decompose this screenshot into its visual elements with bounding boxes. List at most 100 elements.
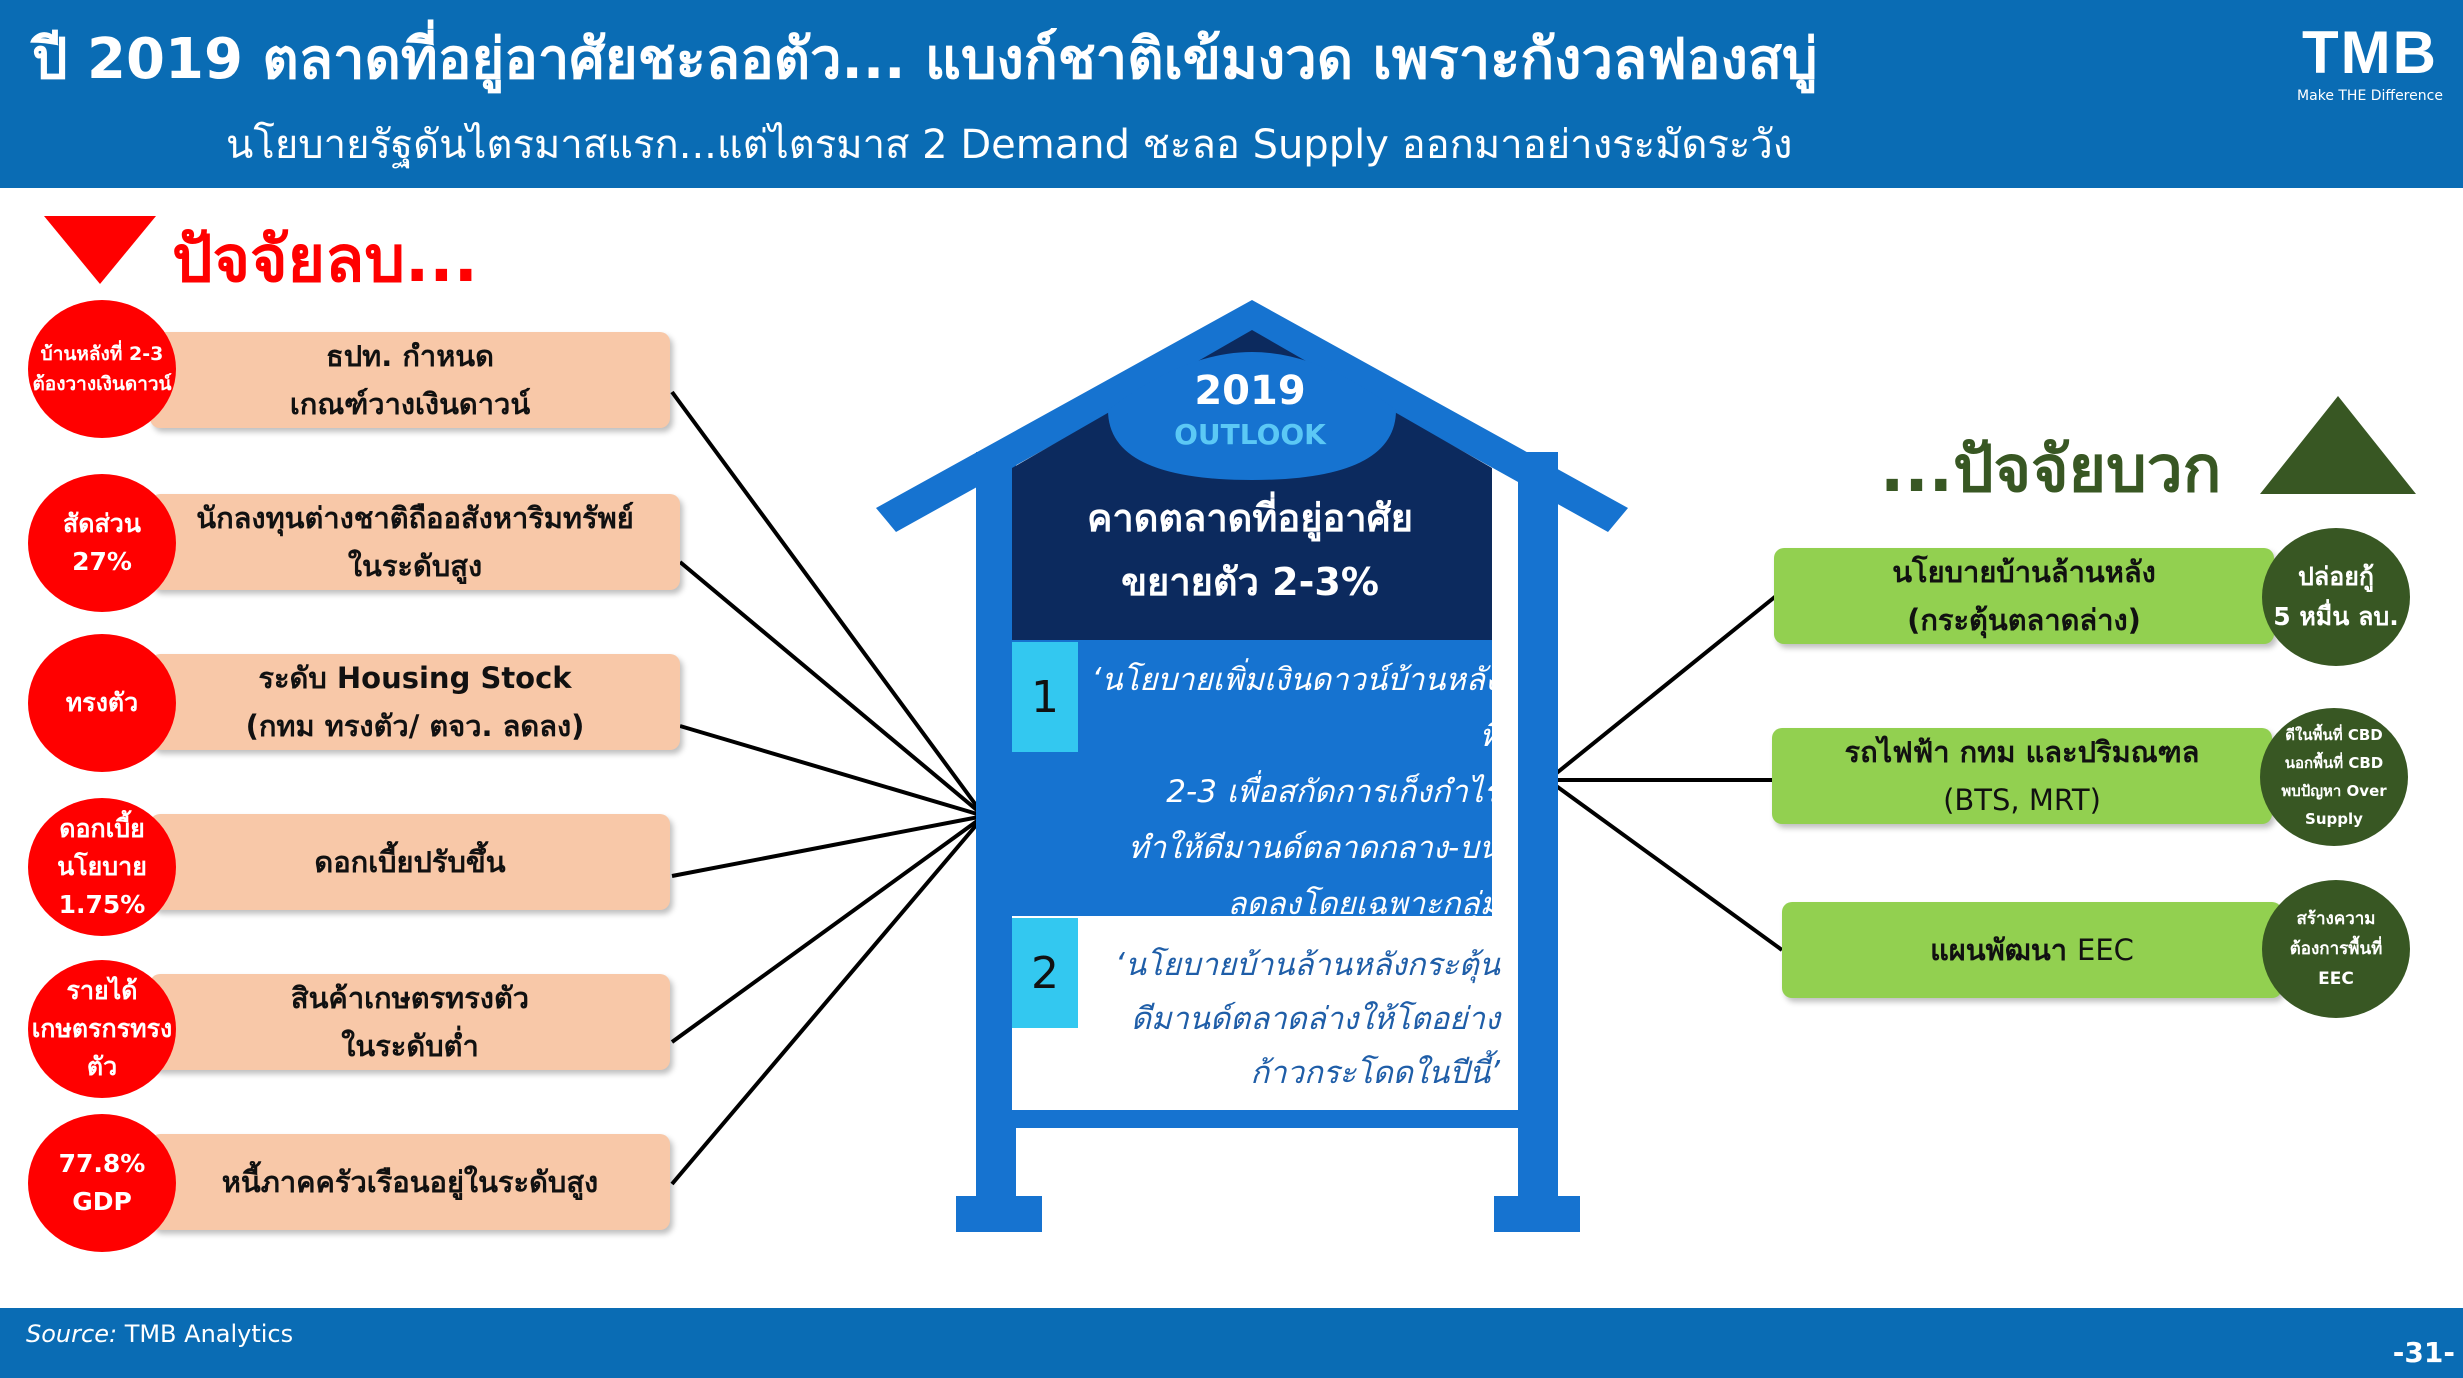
negative-factor-circle: 77.8% GDP <box>28 1114 176 1252</box>
point2-line: ดีมานด์ตลาดล่างให้โตอย่าง <box>1130 1001 1500 1037</box>
negative-factor-circle: สัดส่วน 27% <box>28 474 176 612</box>
point2-line: ก้าวกระโดดในปีนี้’ <box>1250 1055 1500 1091</box>
factor-text: ระดับ Housing Stock <box>258 661 572 695</box>
factor-text: หนี้ภาคครัวเรือนอยู่ในระดับสูง <box>221 1165 599 1199</box>
factor-text: นักลงทุนต่างชาติถืออสังหาริมทรัพย์ <box>196 501 634 535</box>
headline-line: ขยายตัว 2-3% <box>1121 560 1379 604</box>
circle-text: ต้องวางเงินดาวน์ <box>32 373 172 395</box>
outlook-label: OUTLOOK <box>1174 418 1326 451</box>
negative-factor-box: หนี้ภาคครัวเรือนอยู่ในระดับสูง <box>150 1134 670 1230</box>
circle-text: 1.75% <box>58 890 146 919</box>
logo-text: TMB <box>2302 19 2438 86</box>
negative-factor-circle: ทรงตัว <box>28 634 176 772</box>
panel-divider <box>1012 904 1492 916</box>
factor-text: นโยบายบ้านล้านหลัง <box>1892 555 2156 589</box>
point2-line: ‘นโยบายบ้านล้านหลังกระตุ้น <box>1115 947 1500 983</box>
positive-factor-circle: ดีในพื้นที่ CBD นอกพื้นที่ CBD พบปัญหา O… <box>2260 708 2408 846</box>
negative-factor-box: ดอกเบี้ยปรับขึ้น <box>150 814 670 910</box>
down-arrow-icon <box>44 216 156 284</box>
page-title: ปี 2019 ตลาดที่อยู่อาศัยชะลอตัว... แบงก์… <box>32 27 1818 92</box>
house-bottom-bar <box>1012 1110 1518 1128</box>
point1-line: คอนโดมิเนียม’ <box>1301 942 1500 978</box>
circle-text: GDP <box>72 1187 132 1216</box>
point1-text: ‘นโยบายเพิ่มเงินดาวน์บ้านหลังที่ 2-3 เพื… <box>1090 652 1500 988</box>
point1-number: 1 <box>1031 671 1059 723</box>
circle-text: ดีในพื้นที่ CBD <box>2285 726 2383 744</box>
outlook-year: 2019 <box>1194 368 1306 414</box>
page-number: -31- <box>2392 1336 2455 1369</box>
factor-text: รถไฟฟ้า กทม และปริมณฑล <box>1844 735 2200 769</box>
house-left-pillar <box>976 452 1016 1196</box>
house-right-pillar <box>1518 452 1558 1196</box>
point2-text: ‘นโยบายบ้านล้านหลังกระตุ้น ดีมานด์ตลาดล่… <box>1090 938 1500 1100</box>
point2-panel <box>1012 916 1492 1114</box>
circle-text: สร้างความ <box>2296 909 2376 929</box>
positive-factor-circle: สร้างความ ต้องการพื้นที่ EEC <box>2262 880 2410 1018</box>
circle-text: รายได้ <box>66 976 138 1005</box>
circle-text: EEC <box>2318 969 2354 989</box>
circle-text: บ้านหลังที่ 2-3 <box>40 343 164 365</box>
positive-factor-box: แผนพัฒนา EEC <box>1782 902 2282 998</box>
negative-factor-circle: ดอกเบี้ย นโยบาย 1.75% <box>28 798 176 936</box>
source-label: Source: <box>26 1320 118 1348</box>
point2-number: 2 <box>1031 947 1059 999</box>
circle-text: พบปัญหา Over <box>2281 782 2387 800</box>
circle-text: ตัว <box>86 1052 118 1081</box>
factor-text: เกณฑ์วางเงินดาวน์ <box>289 387 531 421</box>
tmb-logo: TMB Make THE Difference <box>2290 18 2450 104</box>
circle-text: เกษตรกรทรง <box>31 1014 173 1043</box>
house-left-foot <box>956 1196 1042 1232</box>
circle-text: นอกพื้นที่ CBD <box>2284 754 2384 772</box>
factor-text: (กทม ทรงตัว/ ตจว. ลดลง) <box>245 709 585 743</box>
circle-text: ดอกเบี้ย <box>59 814 145 843</box>
outlook-headline: คาดตลาดที่อยู่อาศัย ขยายตัว 2-3% <box>1012 486 1488 614</box>
factor-text: ในระดับสูง <box>347 549 483 583</box>
circle-text: 27% <box>72 547 132 576</box>
negative-factor-box: ระดับ Housing Stock (กทม ทรงตัว/ ตจว. ลด… <box>150 654 680 750</box>
circle-text: 77.8% <box>58 1149 146 1178</box>
factor-text: ธปท. กำหนด <box>326 339 494 373</box>
factor-line: แผนพัฒนา EEC <box>1930 926 2134 974</box>
factor-text: EEC <box>2077 933 2134 967</box>
circle-text: Supply <box>2305 810 2363 828</box>
negative-factor-circle: บ้านหลังที่ 2-3 ต้องวางเงินดาวน์ <box>28 300 176 438</box>
logo-tagline: Make THE Difference <box>2297 88 2443 104</box>
point1-line: ‘นโยบายเพิ่มเงินดาวน์บ้านหลังที่ <box>1091 662 1500 754</box>
circle-text: ต้องการพื้นที่ <box>2289 939 2383 959</box>
factor-text: แผนพัฒนา <box>1930 933 2068 967</box>
year-bubble <box>1108 352 1396 480</box>
point2-tag <box>1012 918 1078 1028</box>
negative-factors-title: ปัจจัยลบ... <box>172 223 478 297</box>
positive-factor-circle: ปล่อยกู้ 5 หมื่น ลบ. <box>2262 528 2410 666</box>
circle-text: ทรงตัว <box>65 688 139 717</box>
source-text: TMB Analytics <box>124 1320 294 1348</box>
circle-text: ปล่อยกู้ <box>2298 562 2374 591</box>
header-bar <box>0 0 2463 188</box>
factor-text: (BTS, MRT) <box>1943 783 2101 817</box>
positive-factor-box: รถไฟฟ้า กทม และปริมณฑล (BTS, MRT) <box>1772 728 2272 824</box>
circle-text: นโยบาย <box>57 852 147 881</box>
headline-line: คาดตลาดที่อยู่อาศัย <box>1086 496 1414 540</box>
negative-factor-circle: รายได้ เกษตรกรทรง ตัว <box>28 960 176 1098</box>
point1-panel <box>1012 640 1492 916</box>
negative-factor-box: สินค้าเกษตรทรงตัว ในระดับต่ำ <box>150 974 670 1070</box>
up-arrow-icon <box>2260 396 2416 494</box>
positive-factors-title: ...ปัจจัยบวก <box>1880 433 2222 507</box>
point1-line: ลดลงโดยเฉพาะกลุ่ม <box>1227 886 1500 922</box>
point1-line: ทำให้ดีมานด์ตลาดกลาง-บน <box>1128 830 1500 866</box>
factor-text: (กระตุ้นตลาดล่าง) <box>1907 603 2141 637</box>
factor-text: ดอกเบี้ยปรับขึ้น <box>314 845 506 879</box>
point1-line: 2-3 เพื่อสกัดการเก็งกำไร <box>1166 774 1500 810</box>
positive-factor-box: นโยบายบ้านล้านหลัง (กระตุ้นตลาดล่าง) <box>1774 548 2274 644</box>
circle-text: สัดส่วน <box>63 509 141 538</box>
footer-bar <box>0 1308 2463 1378</box>
negative-factor-box: นักลงทุนต่างชาติถืออสังหาริมทรัพย์ ในระด… <box>150 494 680 590</box>
source-note: Source: TMB Analytics <box>26 1320 293 1348</box>
factor-text: ในระดับต่ำ <box>341 1029 479 1063</box>
house-right-foot <box>1494 1196 1580 1232</box>
negative-factor-box: ธปท. กำหนด เกณฑ์วางเงินดาวน์ <box>150 332 670 428</box>
point1-tag <box>1012 642 1078 752</box>
circle-text: 5 หมื่น ลบ. <box>2273 602 2399 631</box>
